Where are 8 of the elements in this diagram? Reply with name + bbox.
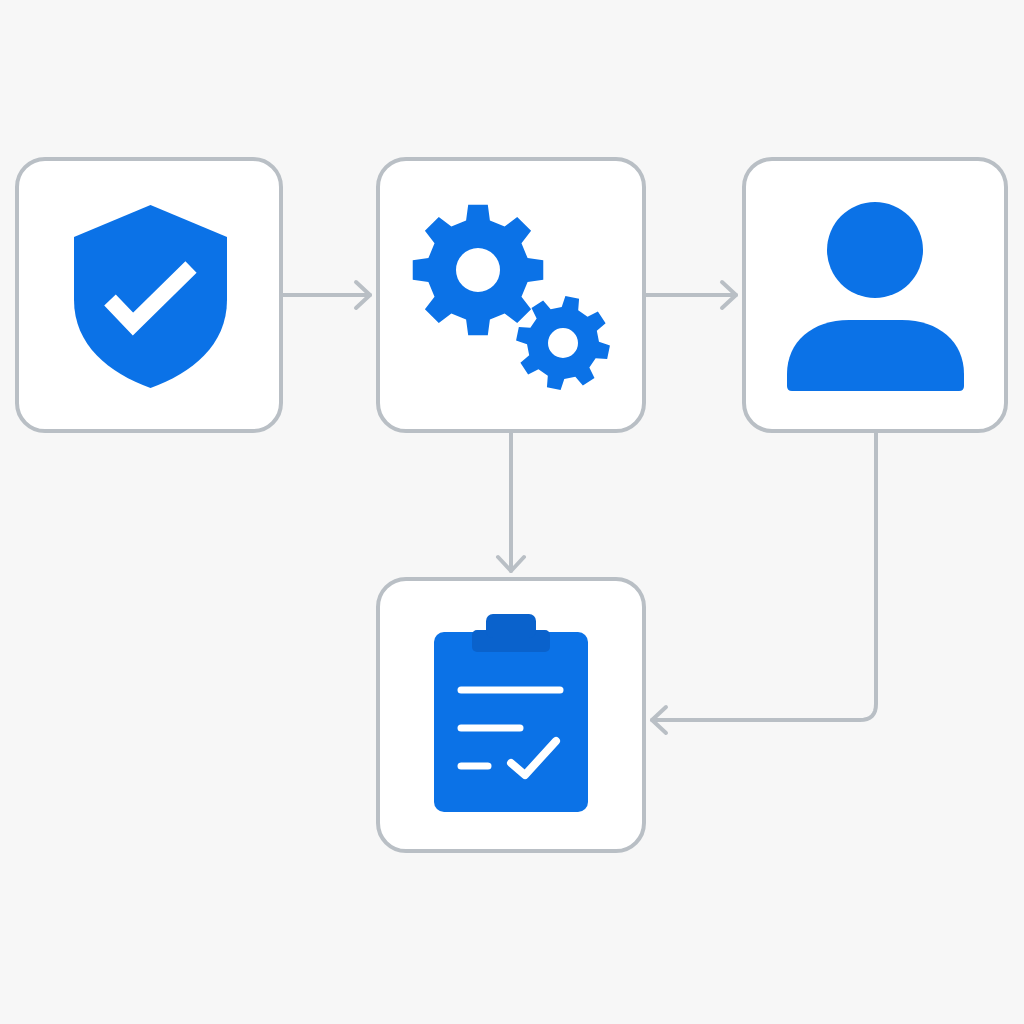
arrow <box>644 280 738 310</box>
arrow <box>281 280 372 310</box>
arrow <box>496 431 526 573</box>
icon-card <box>742 157 1008 433</box>
arrow <box>650 431 878 735</box>
icon-card <box>376 157 646 433</box>
icon-card <box>376 577 646 853</box>
icon-card <box>15 157 283 433</box>
